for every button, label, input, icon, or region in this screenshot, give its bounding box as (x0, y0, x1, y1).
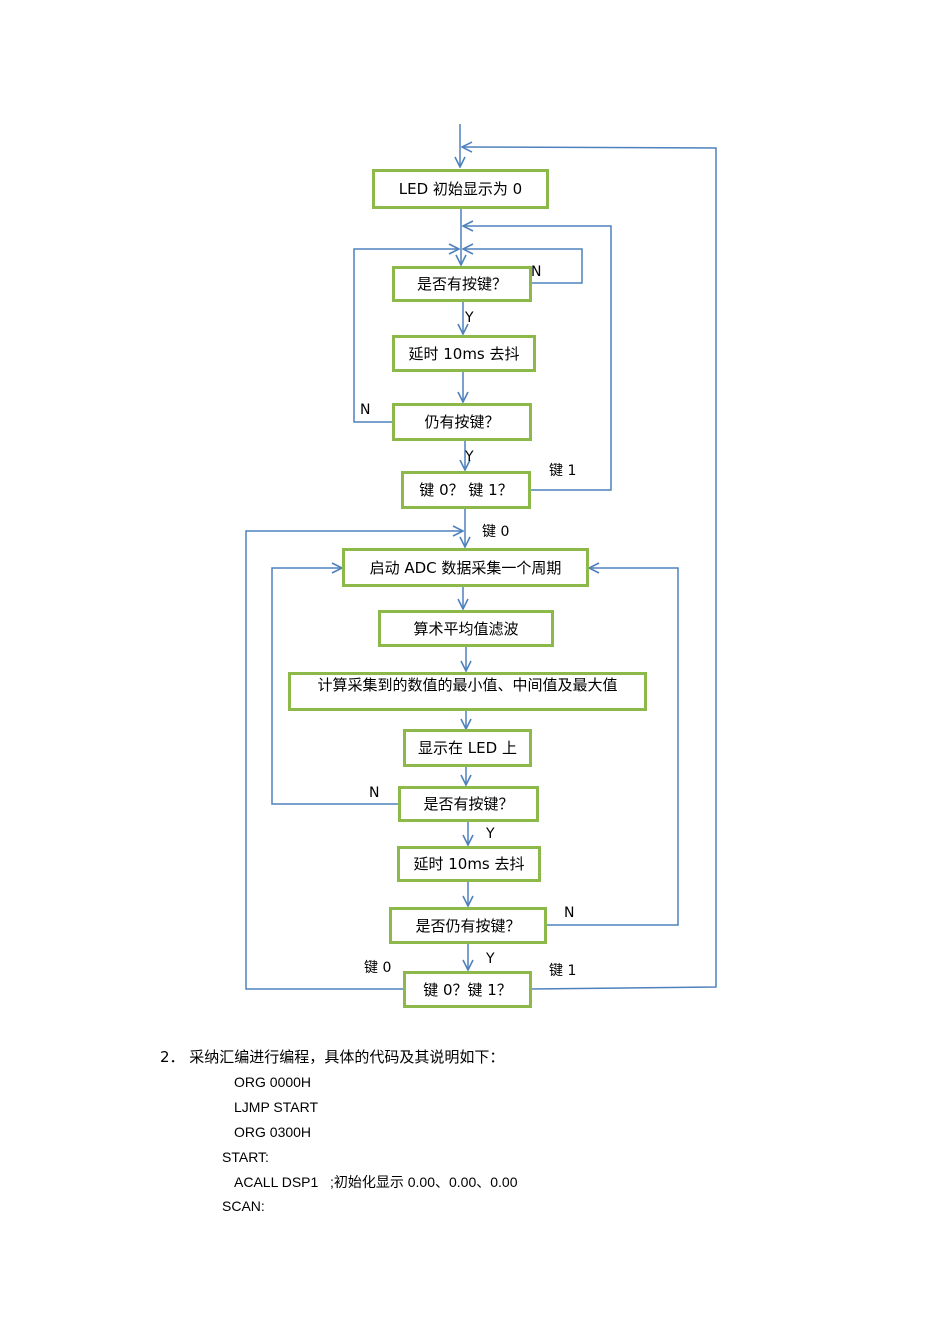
label-key0-b: 键 0 (364, 960, 392, 976)
box-key-pressed-1: 是否有按键？ (392, 266, 532, 302)
label-y-2: Y (465, 449, 474, 465)
code-label: START: (222, 1149, 269, 1165)
label-key1-a: 键 1 (549, 463, 577, 479)
box-still-pressed-1: 仍有按键？ (392, 403, 532, 441)
box-debounce-2: 延时 10ms 去抖 (397, 846, 541, 882)
label-n-3: N (369, 785, 380, 801)
box-start-adc: 启动 ADC 数据采集一个周期 (342, 548, 589, 587)
label-y-3: Y (486, 826, 495, 842)
code-line: ACALL DSP1 ;初始化显示 0.00、0.00、0.00 (234, 1174, 518, 1190)
n-loop-right (463, 249, 583, 284)
box-compute-min-mid-max: 计算采集到的数值的最小值、中间值及最大值 (288, 672, 647, 711)
box-led-init: LED 初始显示为 0 (372, 169, 549, 209)
label-n-4: N (564, 905, 575, 921)
box-key-select-2: 键 0？键 1？ (403, 971, 532, 1008)
box-debounce-1: 延时 10ms 去抖 (392, 335, 536, 372)
label-n-2: N (360, 402, 371, 418)
box-key-select-1: 键 0？ 键 1？ (401, 471, 531, 509)
section-paragraph: 2． 采纳汇编进行编程，具体的代码及其说明如下： (160, 1048, 505, 1066)
label-key0-a: 键 0 (482, 524, 510, 540)
box-key-pressed-2: 是否有按键？ (398, 786, 539, 822)
label-key1-b: 键 1 (549, 963, 577, 979)
key0-loop (245, 531, 463, 990)
n-loop-left (353, 249, 459, 423)
label-y-4: Y (486, 951, 495, 967)
box-display-led: 显示在 LED 上 (403, 729, 532, 767)
n-loop-adc-right (547, 568, 679, 926)
code-line: ORG 0300H (234, 1124, 312, 1140)
label-y-1: Y (465, 310, 474, 326)
code-line: ORG 0000H (234, 1074, 312, 1090)
return-outer-loop (462, 147, 717, 990)
box-still-pressed-2: 是否仍有按键？ (389, 907, 547, 944)
box-average-filter: 算术平均值滤波 (378, 610, 554, 647)
code-label: SCAN: (222, 1198, 265, 1214)
n-loop-adc-left (271, 568, 400, 805)
label-n-1: N (531, 264, 542, 280)
code-line: LJMP START (234, 1099, 319, 1115)
